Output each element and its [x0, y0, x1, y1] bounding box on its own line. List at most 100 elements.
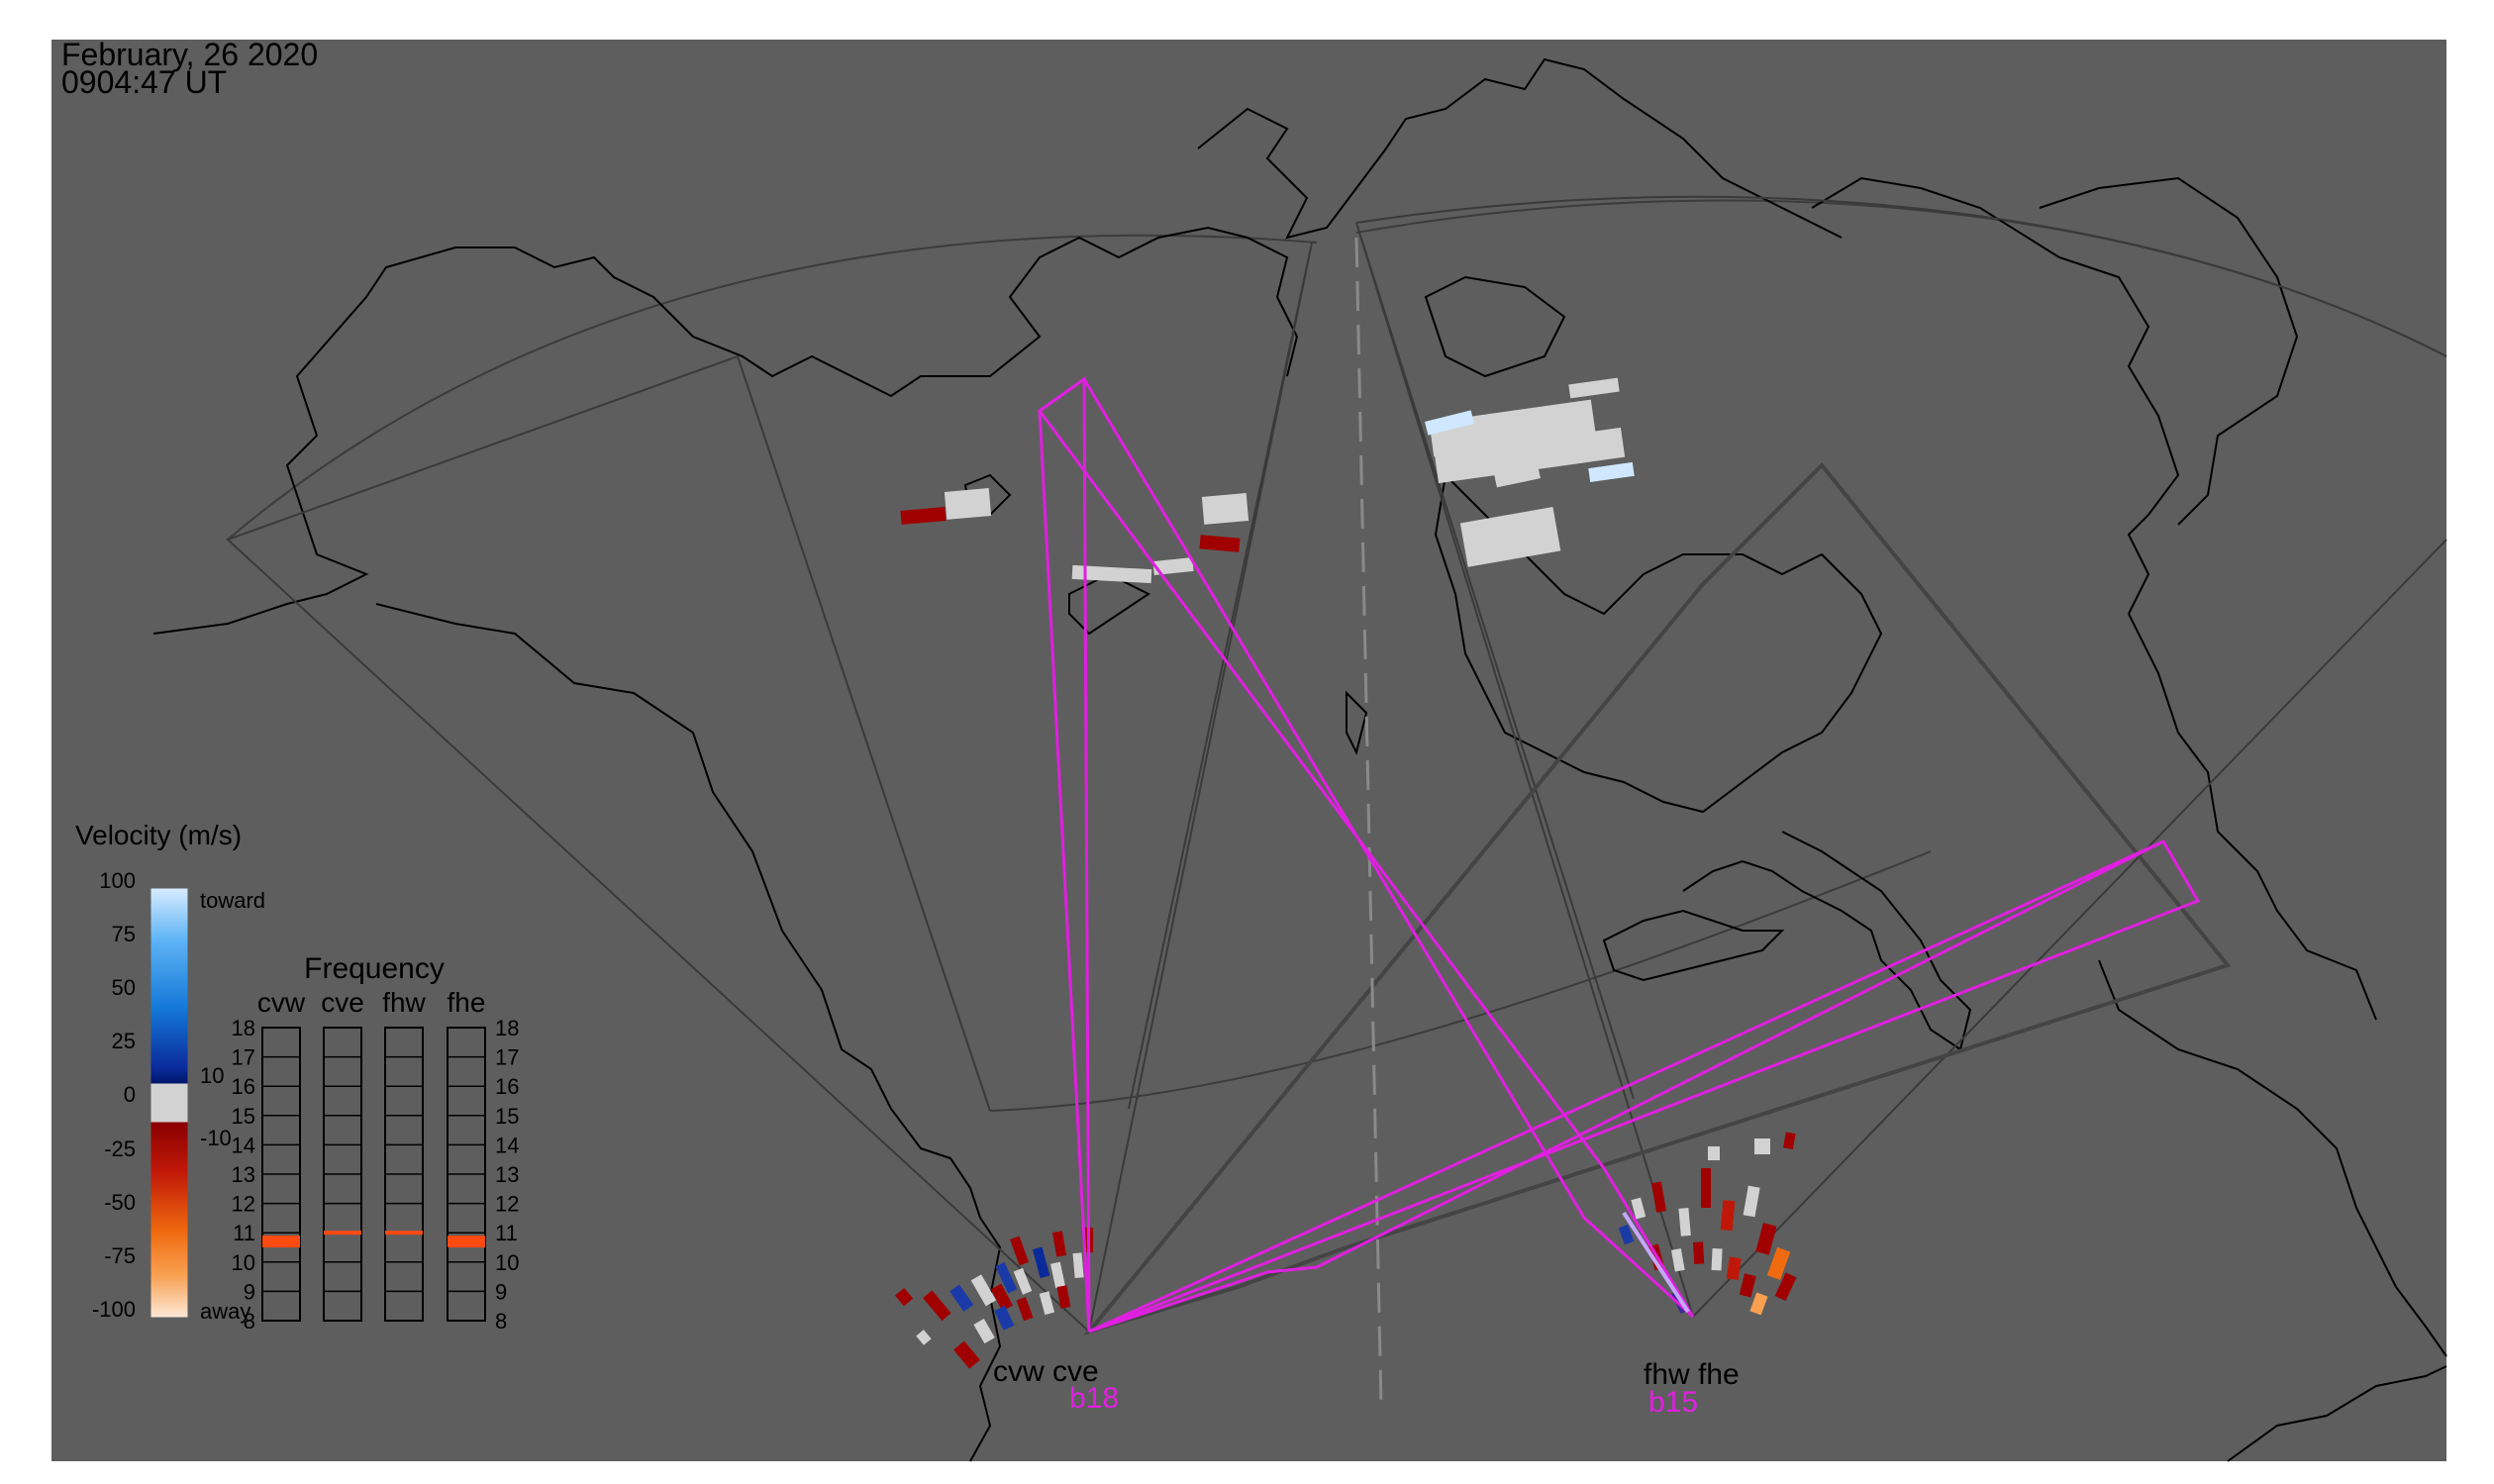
- date-label: February, 26 2020: [61, 37, 318, 72]
- coast-victoria-island: [1424, 275, 1566, 378]
- frequency-radar-label-cve: cve: [321, 987, 364, 1018]
- velocity-tick: 25: [112, 1029, 136, 1053]
- velocity-colorbar-gradient: [150, 887, 189, 1319]
- frequency-tick-right: 16: [495, 1074, 519, 1099]
- coast-hudson-bay: [1434, 474, 1883, 814]
- time-label: 0904:47 UT: [61, 64, 227, 100]
- velocity-tick: -25: [104, 1137, 136, 1161]
- fov-fhe-outer: [1355, 195, 2447, 357]
- frequency-tick-right: 10: [495, 1250, 519, 1275]
- frequency-marker-cve: [324, 1231, 361, 1236]
- coast-arctic-islands: [1197, 57, 1843, 240]
- map-background: [51, 40, 2446, 1461]
- coast-us-east: [2098, 959, 2447, 1357]
- velocity-tick-labels: 100 75 50 25 0 -25 -50 -75 -100: [92, 868, 136, 1322]
- radar-fov: [226, 195, 2447, 1333]
- scatter-cell: [1459, 506, 1561, 567]
- radar-pair-label-cv: cvw cve: [993, 1355, 1099, 1388]
- velocity-tick: 100: [99, 868, 136, 893]
- frequency-radar-label-cvw: cvw: [257, 987, 306, 1018]
- scatter-cell: [1429, 399, 1596, 457]
- frequency-tick-right: 12: [495, 1192, 519, 1217]
- frequency-tick-right: 14: [495, 1133, 519, 1157]
- beam-label-fh: b15: [1648, 1386, 1698, 1419]
- radar-pair-label-fh: fhw fhe: [1644, 1358, 1740, 1391]
- near-range-scatter-fh: [1618, 1132, 1797, 1316]
- scatter-cell: [944, 488, 992, 520]
- coastlines: [152, 57, 2447, 1462]
- beam-fh-highlight: [1622, 1211, 1690, 1314]
- scatter-cell: [1494, 464, 1541, 488]
- latitude-arc: [989, 850, 1932, 1112]
- fov-highlight: [1083, 462, 2232, 1336]
- frequency-tick-left: 10: [232, 1250, 255, 1275]
- coast-greenland: [2039, 176, 2299, 526]
- away-label: away: [200, 1299, 250, 1324]
- coast-labrador: [2128, 613, 2377, 1021]
- coast-lake-superior: [1602, 909, 1785, 982]
- velocity-colorbar: Velocity (m/s) 100 75 50 25 0 -25 -50 -7…: [75, 820, 265, 1324]
- scatter-cell: [1201, 493, 1249, 525]
- velocity-tick: -75: [104, 1243, 136, 1268]
- velocity-tick: -50: [104, 1190, 136, 1215]
- scatter-patches: [900, 377, 1635, 584]
- frequency-tick-left: 18: [232, 1016, 255, 1040]
- frequency-tick-right: 18: [495, 1016, 519, 1040]
- fov-cve: [1088, 242, 1313, 1333]
- frequency-tick-right: 17: [495, 1045, 519, 1070]
- frequency-tick-left: 9: [244, 1279, 255, 1304]
- velocity-title: Velocity (m/s): [75, 820, 242, 850]
- beam-fhw-b15-inner: [1088, 840, 2164, 1334]
- frequency-tick-right: 9: [495, 1279, 507, 1304]
- boundary-arc-west: [227, 234, 1318, 541]
- scatter-cell: [1434, 427, 1626, 484]
- frequency-tick-left: 13: [232, 1162, 255, 1187]
- scatter-cell: [1588, 461, 1635, 482]
- frequency-radar-label-fhe: fhe: [448, 987, 486, 1018]
- frequency-tick-left: 12: [232, 1192, 255, 1217]
- frequency-tick-left: 8: [244, 1309, 255, 1334]
- beam-outlines: [1037, 376, 2201, 1334]
- scatter-cell: [1152, 556, 1194, 576]
- frequency-tick-left: 14: [232, 1133, 255, 1157]
- scatter-cell: [1071, 564, 1152, 584]
- frequency-tick-right: 8: [495, 1309, 507, 1334]
- frequency-title: Frequency: [304, 952, 445, 985]
- frequency-tick-left: 16: [232, 1074, 255, 1099]
- beam-cve-b18-long: [1037, 376, 1695, 1319]
- coast-alaska: [152, 226, 1299, 635]
- meridian-dashed: [1354, 237, 1383, 1407]
- fov-fhe: [1692, 539, 2447, 1318]
- scatter-cell: [1199, 535, 1241, 552]
- velocity-tick: 50: [112, 975, 136, 1000]
- scatter-cell: [1425, 410, 1474, 436]
- beam-fhw-b15: [1088, 840, 2201, 1334]
- frequency-marker-cvw: [262, 1236, 300, 1248]
- scatter-cell: [900, 507, 947, 525]
- frequency-tick-left: 15: [232, 1104, 255, 1129]
- toward-label: toward: [200, 888, 265, 913]
- frequency-ticks-right: 18 17 16 15 14 13 12 11 10 9 8: [495, 1016, 519, 1334]
- beam-label-cv: b18: [1069, 1382, 1119, 1415]
- velocity-tick: 75: [112, 922, 136, 946]
- scatter-cell: [1568, 377, 1620, 399]
- frequency-tick-right: 15: [495, 1104, 519, 1129]
- frequency-tick-right: 11: [495, 1221, 518, 1245]
- velocity-tick: 0: [124, 1082, 136, 1107]
- frequency-marker-fhe: [448, 1236, 485, 1248]
- frequency-radar-label-fhw: fhw: [382, 987, 426, 1018]
- coast-lake-winnipeg: [1346, 690, 1368, 755]
- frequency-tick-left: 17: [232, 1045, 255, 1070]
- coast-gulf-alaska: [375, 603, 981, 1219]
- coast-bc-west: [969, 1217, 1002, 1462]
- fov-cvw: [226, 354, 1090, 1333]
- coast-baffin: [1811, 176, 2180, 615]
- frequency-tick-right: 13: [495, 1162, 519, 1187]
- coast-southeast: [2227, 1365, 2447, 1462]
- velocity-tick: -100: [92, 1297, 136, 1322]
- gs-lower-label: -10: [200, 1126, 232, 1150]
